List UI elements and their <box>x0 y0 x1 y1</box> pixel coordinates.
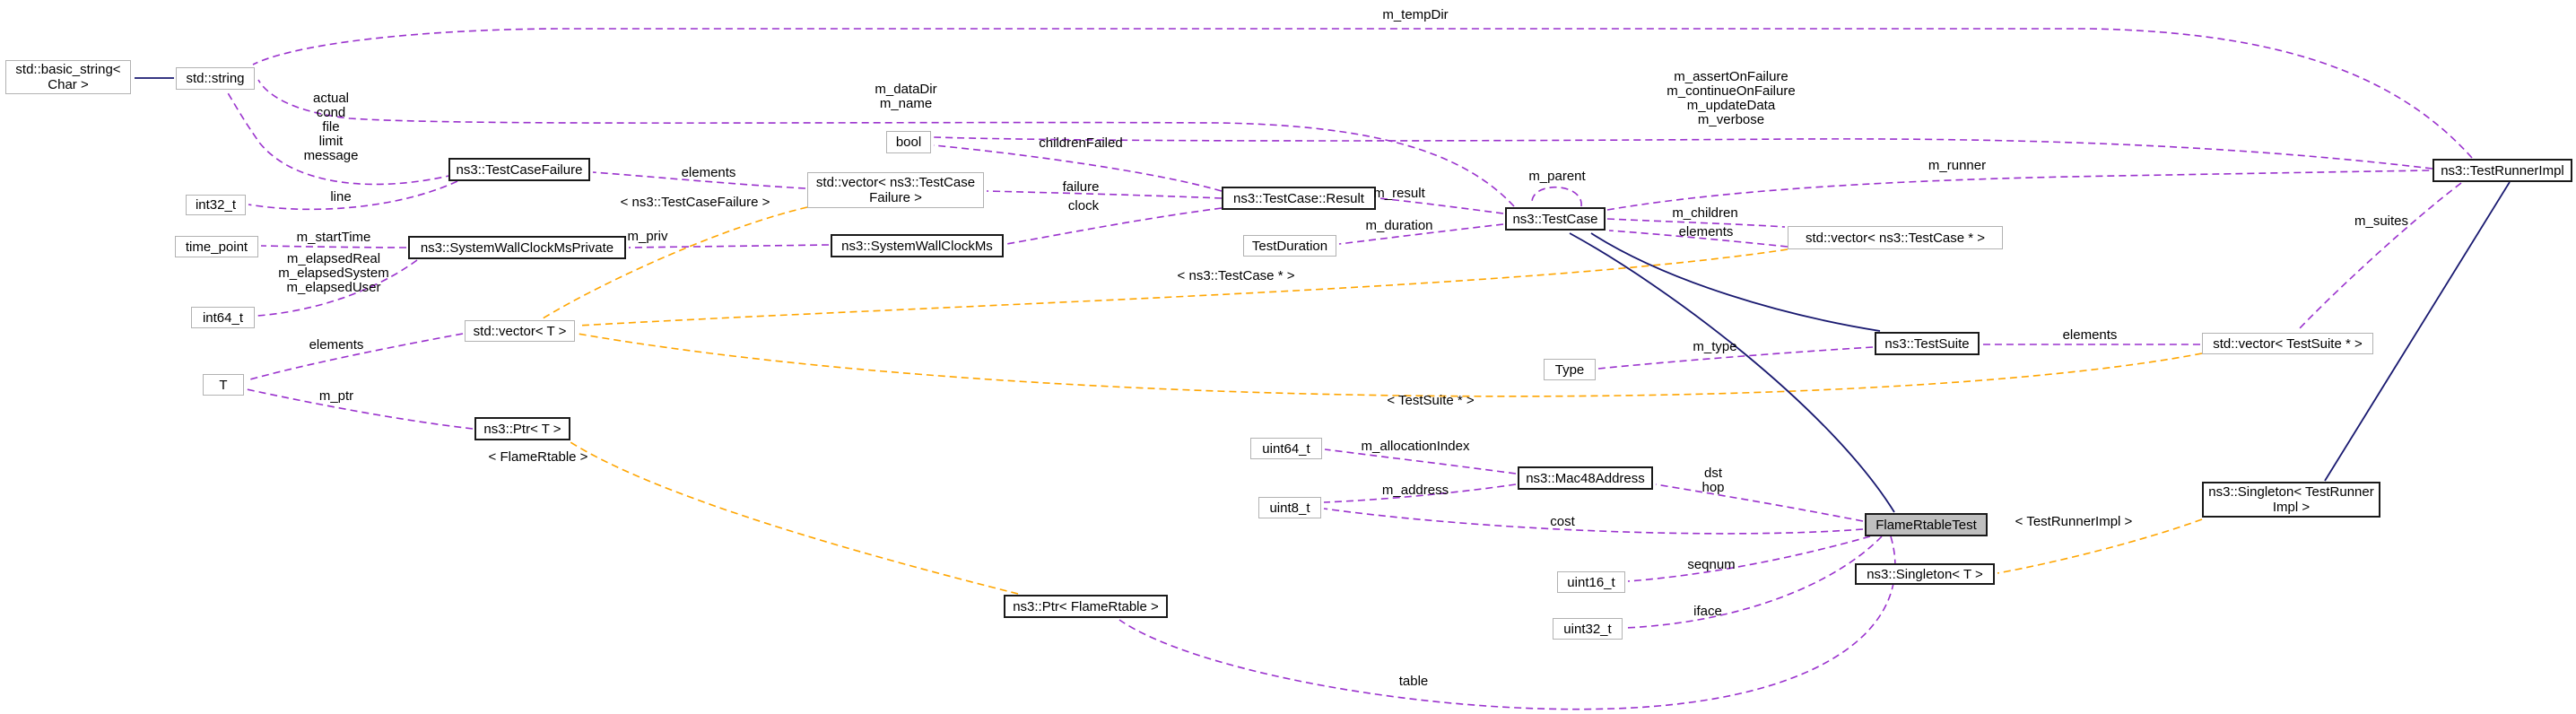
node-t: T <box>203 374 244 396</box>
member-edge-dst-hop <box>1655 483 1864 522</box>
member-edge-elements-vector-t <box>246 333 464 381</box>
node-uint16-t: uint16_t <box>1557 571 1625 593</box>
member-edge-m-elapsed <box>257 259 418 317</box>
node-int64-t: int64_t <box>191 307 255 328</box>
node-result[interactable]: ns3::TestCase::Result <box>1222 187 1376 210</box>
node-int32-t: int32_t <box>186 195 246 215</box>
member-edge-childrenFailed <box>933 144 1223 192</box>
node-ptr-flame[interactable]: ns3::Ptr< FlameRtable > <box>1004 595 1168 618</box>
node-basic-string: std::basic_string< Char > <box>5 60 131 94</box>
node-ptr-t[interactable]: ns3::Ptr< T > <box>474 417 570 440</box>
node-std-string: std::string <box>176 67 255 90</box>
template-edge-testcase-ptr-vector <box>577 248 1788 327</box>
node-test-runner[interactable]: ns3::TestRunnerImpl <box>2432 159 2572 182</box>
member-edge-iface <box>1624 536 1883 629</box>
node-vector-failure: std::vector< ns3::TestCase Failure > <box>807 172 984 208</box>
member-edge-m-runner <box>1606 170 2431 211</box>
member-edge-m-tempDir <box>252 28 2473 159</box>
node-type: Type <box>1544 359 1596 380</box>
member-edge-m-children <box>1606 218 1786 228</box>
node-vector-test-suite: std::vector< TestSuite * > <box>2202 333 2373 354</box>
member-edge-clock <box>1005 207 1223 245</box>
node-test-suite[interactable]: ns3::TestSuite <box>1875 332 1980 355</box>
template-edge-flamertable-ptr <box>570 441 1019 595</box>
member-edge-m-result <box>1378 197 1504 214</box>
member-edge-testcasefailure-strings <box>226 91 454 186</box>
node-singleton-tri[interactable]: ns3::Singleton< TestRunner Impl > <box>2202 482 2380 518</box>
member-edge-m-priv <box>628 244 830 248</box>
inherit-edge-flamertabletest-testcase <box>1569 232 1895 513</box>
inherit-edge-testsuite-testcase <box>1590 232 1881 332</box>
member-edge-failure <box>986 190 1223 199</box>
member-edge-m-startTime <box>260 245 407 248</box>
node-test-duration: TestDuration <box>1243 235 1336 257</box>
node-test-case[interactable]: ns3::TestCase <box>1505 207 1606 231</box>
node-time-point: time_point <box>175 236 258 257</box>
member-edge-m-suites <box>2297 182 2462 331</box>
member-edge-m-parent <box>1531 186 1582 207</box>
member-edge-m-address <box>1323 483 1517 503</box>
node-test-case-failure[interactable]: ns3::TestCaseFailure <box>448 158 590 181</box>
member-edge-elements-testcase <box>1608 230 1788 248</box>
member-edge-m-ptr <box>246 388 474 430</box>
inherit-edge-testrunnerimpl-singleton <box>2324 181 2511 482</box>
node-uint64-t: uint64_t <box>1250 438 1322 459</box>
template-edge-testrunnerimpl-singleton <box>1997 518 2203 574</box>
node-vector-test-case: std::vector< ns3::TestCase * > <box>1788 226 2003 249</box>
template-edge-testsuite-ptr-vector <box>577 333 2203 397</box>
member-edge-m-duration <box>1338 223 1504 245</box>
node-swcms[interactable]: ns3::SystemWallClockMs <box>831 234 1004 257</box>
member-edge-cost <box>1323 508 1864 535</box>
member-edge-seqnum <box>1627 536 1871 582</box>
node-mac48[interactable]: ns3::Mac48Address <box>1518 466 1653 490</box>
node-uint8-t: uint8_t <box>1258 497 1321 518</box>
member-edge-elements-failure <box>592 171 806 189</box>
node-bool: bool <box>886 131 931 153</box>
template-edge-testcasefailure-vector <box>542 206 808 319</box>
member-edge-assert-flags <box>933 136 2433 170</box>
node-vector-t: std::vector< T > <box>465 320 575 342</box>
member-edge-table <box>1118 536 1896 710</box>
member-edge-m-type <box>1597 346 1874 370</box>
node-singleton-t[interactable]: ns3::Singleton< T > <box>1855 563 1995 585</box>
member-edge-line <box>248 180 458 211</box>
node-uint32-t: uint32_t <box>1553 618 1623 640</box>
node-flame-rtable-test: FlameRtableTest <box>1865 513 1988 536</box>
node-swcms-private[interactable]: ns3::SystemWallClockMsPrivate <box>408 236 626 259</box>
member-edge-m-allocationIndex <box>1324 448 1517 475</box>
